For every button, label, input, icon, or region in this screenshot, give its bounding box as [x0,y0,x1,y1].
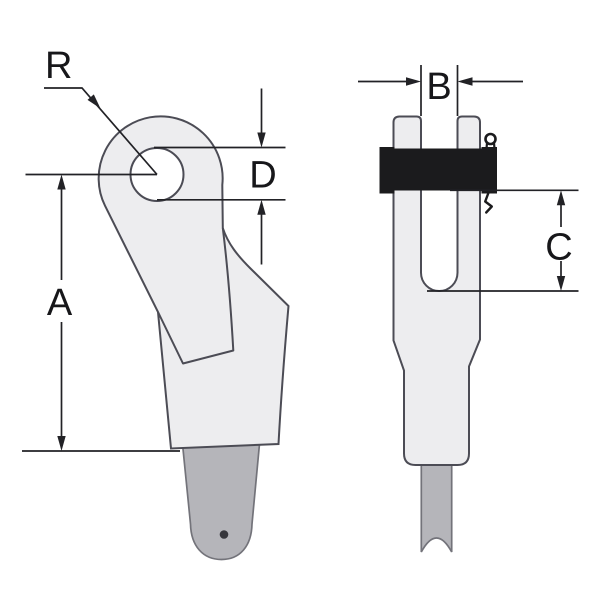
label-overall-length: A [47,282,73,324]
cotter-ring [484,132,497,214]
pin-head-left [379,147,395,194]
tongue-rivet-dot [219,530,229,539]
cable-end [420,459,453,553]
radius-leader-arrowhead [87,94,101,109]
dimension-annotations [22,65,579,452]
slot-opening-edges [157,227,235,365]
a-arrowhead-down [57,436,66,451]
b-arrowhead-left [457,77,473,86]
label-hole-diameter: D [249,155,276,197]
right-view-edge-profile [379,115,497,553]
fork-body-right [392,115,481,466]
c-arrowhead-down [556,276,566,291]
label-jaw-gap-width: B [426,66,451,108]
d-arrowhead-down [257,132,266,148]
cotter-ring-leg [484,192,493,214]
b-arrowhead-right [406,77,421,86]
c-arrowhead-up [556,190,566,206]
cable-tongue [181,443,261,561]
clevis-pin [379,147,497,194]
a-arrowhead-up [57,174,66,190]
pin-shaft [394,148,482,191]
label-radius: R [45,45,72,87]
left-view-side-profile [97,115,290,561]
pin-end-right [481,147,497,194]
cotter-ring-legs [485,141,496,149]
radius-leader-line [44,87,158,176]
dimension-labels: R A B C D [45,45,573,324]
d-arrowhead-up [257,199,266,215]
cotter-ring-loop [484,132,497,146]
label-pin-to-slot-bottom: C [545,227,572,269]
